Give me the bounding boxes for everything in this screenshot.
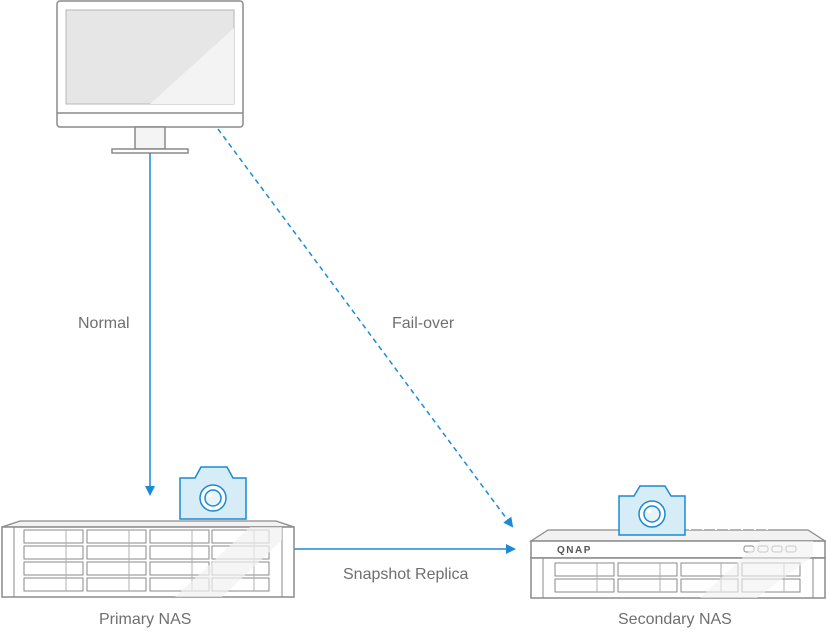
camera-icon	[179, 466, 247, 520]
replica-strip	[689, 518, 768, 530]
edge-failover	[217, 128, 514, 528]
camera-icon	[618, 485, 686, 536]
edge-label-failover: Fail-over	[392, 315, 455, 332]
secondary-nas-icon: QNAP	[528, 529, 826, 599]
nas-brand-logo: QNAP	[557, 545, 592, 556]
monitor-icon	[56, 0, 244, 154]
primary-nas-label: Primary NAS	[99, 611, 192, 628]
edge-label-normal: Normal	[78, 315, 130, 332]
edge-label-snapshot-replica: Snapshot Replica	[343, 566, 469, 583]
primary-nas-icon	[1, 520, 295, 598]
secondary-nas-label: Secondary NAS	[618, 611, 732, 628]
